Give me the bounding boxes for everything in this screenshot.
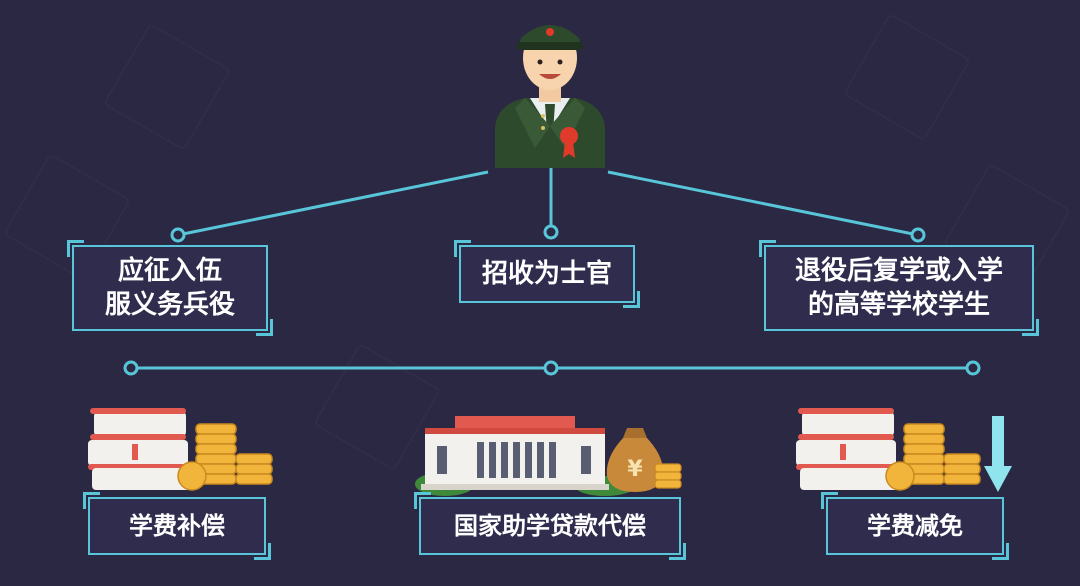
books-coins-icon — [88, 408, 273, 491]
books-coins-icon — [796, 408, 1012, 492]
bottom-box-tuition-compensation: 学费补偿 — [83, 492, 271, 560]
top-box-line: 招收为士官 — [481, 259, 612, 289]
soldier-icon — [495, 25, 605, 168]
connector-line-left — [177, 170, 489, 237]
top-box-line: 的高等学校学生 — [807, 290, 990, 320]
connector-node — [123, 360, 139, 376]
connector-node — [170, 227, 186, 243]
top-box-line: 应征入伍 — [117, 256, 222, 286]
connector-line-right — [607, 170, 919, 237]
down-arrow-icon — [984, 416, 1012, 492]
connector-node — [543, 360, 559, 376]
bottom-box-tuition-waiver: 学费减免 — [821, 492, 1009, 560]
connector-node — [965, 360, 981, 376]
bottom-box-label: 学费补偿 — [129, 512, 225, 540]
connector-node — [543, 224, 559, 240]
top-box-enlist: 应征入伍 服义务兵役 — [67, 240, 273, 336]
top-box-sergeant: 招收为士官 — [454, 240, 640, 308]
bottom-box-label: 学费减免 — [867, 512, 963, 540]
bottom-box-label: 国家助学贷款代偿 — [454, 512, 646, 540]
svg-text:¥: ¥ — [627, 457, 643, 482]
connector-node — [910, 227, 926, 243]
top-box-veteran-student: 退役后复学或入学 的高等学校学生 — [759, 240, 1039, 336]
top-box-line: 服义务兵役 — [104, 290, 235, 320]
top-box-line: 退役后复学或入学 — [794, 256, 1003, 286]
building-moneybag-icon: ¥ — [415, 416, 682, 496]
bottom-box-loan-repayment: 国家助学贷款代偿 — [414, 492, 686, 560]
